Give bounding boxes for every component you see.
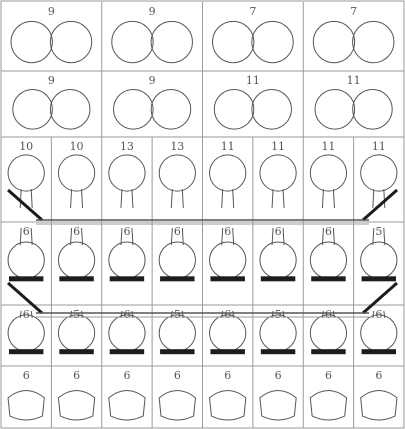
count-label: 10 — [19, 140, 33, 153]
count-label: 11 — [321, 140, 335, 153]
count-label: 11 — [221, 140, 235, 153]
flask-base — [160, 349, 194, 354]
count-label: 6 — [275, 225, 282, 238]
count-label: 6 — [73, 369, 80, 382]
count-label: 7 — [350, 5, 357, 18]
flask-base — [261, 276, 295, 281]
flask-base — [9, 276, 43, 281]
count-label: 6 — [224, 225, 231, 238]
flask-base — [362, 276, 396, 281]
count-label: 11 — [271, 140, 285, 153]
flask-base — [311, 349, 345, 354]
count-label: 6 — [325, 225, 332, 238]
count-label: 7 — [249, 5, 256, 18]
count-label: 6 — [174, 225, 181, 238]
count-label: 6 — [174, 369, 181, 382]
flask-base — [362, 349, 396, 354]
count-label: 6 — [73, 225, 80, 238]
count-label: 6 — [123, 225, 130, 238]
flask-base — [110, 349, 144, 354]
flask-base — [261, 349, 295, 354]
count-label: 9 — [149, 5, 156, 18]
flask-base — [210, 349, 244, 354]
flask-base — [311, 276, 345, 281]
count-label: 6 — [275, 369, 282, 382]
count-label: 6 — [123, 369, 130, 382]
flask-base — [160, 276, 194, 281]
count-label: 11 — [347, 74, 361, 87]
count-label: 10 — [70, 140, 84, 153]
count-label: 6 — [23, 369, 30, 382]
flask-base — [59, 349, 93, 354]
count-label: 11 — [372, 140, 386, 153]
count-label: 9 — [149, 74, 156, 87]
count-label: 6 — [224, 369, 231, 382]
count-label: 6 — [23, 225, 30, 238]
flask-base — [9, 349, 43, 354]
count-label: 11 — [246, 74, 260, 87]
count-label: 5 — [375, 225, 382, 238]
count-label: 13 — [170, 140, 184, 153]
count-label: 9 — [48, 74, 55, 87]
flask-base — [210, 276, 244, 281]
count-label: 13 — [120, 140, 134, 153]
count-label: 6 — [325, 369, 332, 382]
flask-base — [110, 276, 144, 281]
count-label: 6 — [375, 369, 382, 382]
flask-base — [59, 276, 93, 281]
count-label: 9 — [48, 5, 55, 18]
